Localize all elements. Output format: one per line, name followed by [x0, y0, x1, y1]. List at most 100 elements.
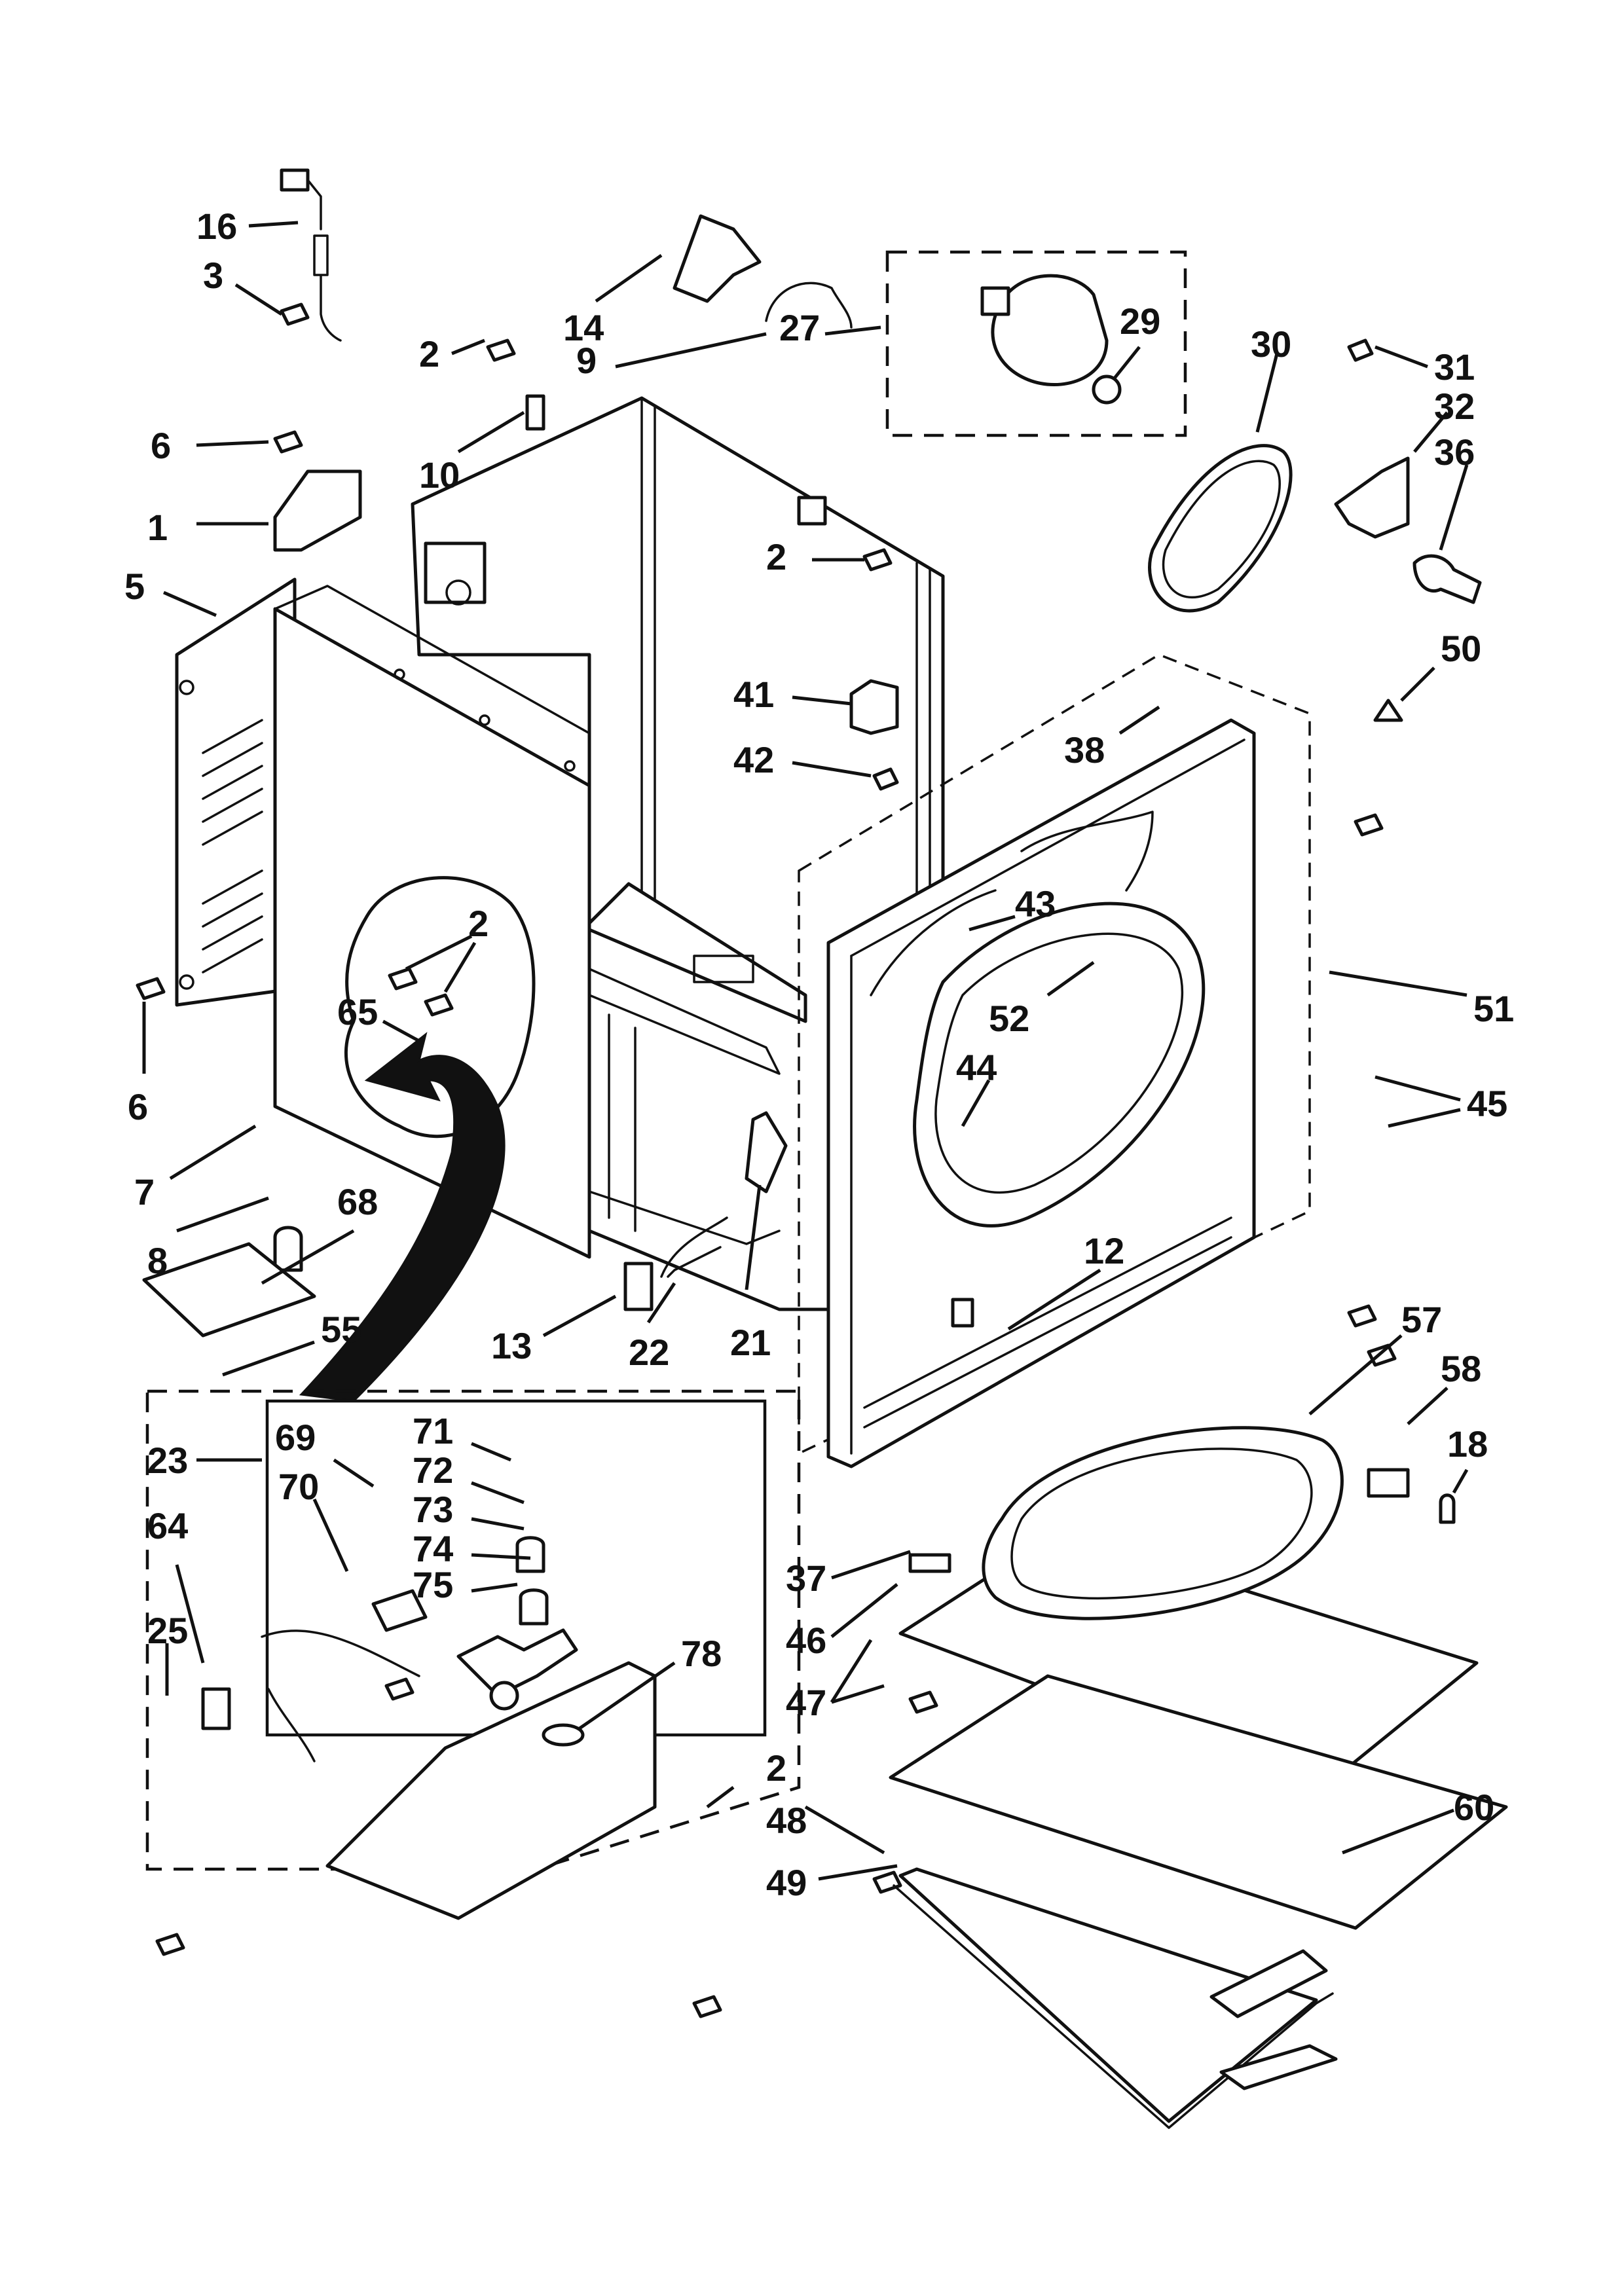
svg-text:71: 71 — [413, 1410, 453, 1451]
callout-48: 48 — [766, 1800, 885, 1855]
callout-42: 42 — [733, 739, 872, 780]
callout-75: 75 — [413, 1564, 518, 1605]
callout-60: 60 — [1342, 1787, 1494, 1855]
callout-43: 43 — [969, 883, 1056, 932]
svg-text:21: 21 — [730, 1322, 771, 1363]
clip-10 — [525, 394, 545, 431]
callout-78: 78 — [578, 1633, 722, 1730]
svg-text:47: 47 — [786, 1682, 826, 1723]
svg-text:36: 36 — [1434, 431, 1475, 473]
svg-text:52: 52 — [989, 998, 1029, 1039]
svg-text:44: 44 — [956, 1047, 997, 1088]
callout-46: 46 — [786, 1583, 898, 1661]
svg-text:1: 1 — [147, 507, 168, 548]
svg-text:5: 5 — [124, 566, 145, 607]
callout-36: 36 — [1434, 431, 1475, 551]
callout-49: 49 — [766, 1862, 898, 1903]
callout-38: 38 — [1064, 705, 1160, 771]
svg-text:27: 27 — [779, 307, 820, 348]
callout-29: 29 — [1112, 301, 1160, 381]
callout-32: 32 — [1413, 386, 1475, 453]
burner-assembly — [145, 1389, 801, 1920]
svg-text:72: 72 — [413, 1449, 453, 1491]
part-13 — [623, 1262, 654, 1311]
callout-5: 5 — [124, 566, 217, 617]
drive-belt — [1148, 444, 1293, 613]
callout-12: 12 — [1007, 1230, 1124, 1331]
callout-45: 45 — [1375, 1075, 1507, 1128]
svg-text:29: 29 — [1120, 301, 1160, 342]
callout-68: 68 — [261, 1181, 378, 1285]
callout-1: 1 — [147, 507, 268, 548]
callout-64: 64 — [147, 1505, 205, 1664]
svg-text:48: 48 — [766, 1800, 807, 1841]
svg-text:74: 74 — [413, 1528, 453, 1569]
svg-text:2: 2 — [766, 1747, 786, 1789]
pad-68 — [142, 1242, 316, 1338]
top-assembly — [889, 1426, 1508, 2129]
power-cord — [280, 168, 342, 342]
front-panel-assembly — [798, 653, 1311, 1468]
clamp-9 — [765, 282, 853, 329]
motor-assembly — [885, 250, 1187, 437]
callout-47: 47 — [786, 1639, 885, 1723]
pin-18 — [1439, 1493, 1456, 1524]
svg-text:37: 37 — [786, 1558, 826, 1599]
svg-text:30: 30 — [1251, 323, 1291, 365]
svg-text:49: 49 — [766, 1862, 807, 1903]
callout-22: 22 — [629, 1282, 676, 1373]
cap-58 — [1367, 1468, 1410, 1498]
callout-18: 18 — [1447, 1423, 1488, 1494]
callout-2c: 2 — [405, 903, 489, 993]
svg-text:6: 6 — [151, 425, 171, 466]
svg-text:60: 60 — [1454, 1787, 1494, 1828]
callout-2a: 2 — [419, 333, 485, 374]
callout-73: 73 — [413, 1489, 525, 1531]
callout-58: 58 — [1407, 1348, 1481, 1425]
svg-text:12: 12 — [1084, 1230, 1124, 1271]
callout-3: 3 — [203, 255, 283, 316]
svg-text:2: 2 — [468, 903, 489, 944]
callout-71: 71 — [413, 1410, 511, 1462]
callout-65: 65 — [337, 991, 420, 1043]
callout-70: 70 — [278, 1466, 349, 1573]
svg-text:6: 6 — [128, 1086, 148, 1127]
svg-text:43: 43 — [1015, 883, 1056, 924]
callout-7: 7 — [134, 1124, 257, 1212]
callout-23: 23 — [147, 1440, 262, 1481]
svg-text:73: 73 — [413, 1489, 453, 1530]
svg-text:68: 68 — [337, 1181, 378, 1222]
svg-text:41: 41 — [733, 674, 774, 715]
callout-52: 52 — [989, 960, 1095, 1039]
callout-14: 14 — [563, 253, 663, 348]
svg-text:65: 65 — [337, 991, 378, 1032]
callout-50: 50 — [1400, 628, 1481, 702]
svg-text:50: 50 — [1441, 628, 1481, 669]
callout-21: 21 — [730, 1184, 771, 1363]
svg-text:13: 13 — [491, 1325, 532, 1366]
svg-text:18: 18 — [1447, 1423, 1488, 1465]
svg-text:57: 57 — [1401, 1299, 1442, 1340]
callout-16: 16 — [196, 206, 299, 247]
callout-10: 10 — [419, 410, 525, 496]
svg-text:2: 2 — [419, 333, 439, 374]
cabinet — [175, 396, 945, 1402]
callout-37: 37 — [786, 1550, 911, 1599]
bracket-14 — [673, 214, 762, 303]
callout-25: 25 — [147, 1610, 188, 1696]
svg-text:46: 46 — [786, 1620, 826, 1661]
bracket-1 — [273, 469, 362, 552]
callout-51: 51 — [1329, 970, 1514, 1029]
callout-44: 44 — [956, 1047, 997, 1127]
svg-text:55: 55 — [321, 1309, 361, 1350]
plug-50 — [1373, 699, 1403, 722]
svg-text:45: 45 — [1467, 1083, 1507, 1124]
svg-text:7: 7 — [134, 1171, 155, 1212]
callout-9: 9 — [576, 332, 767, 381]
svg-text:75: 75 — [413, 1564, 453, 1605]
callout-6a: 6 — [151, 425, 269, 466]
svg-text:9: 9 — [576, 340, 597, 381]
svg-text:70: 70 — [278, 1466, 319, 1507]
svg-text:69: 69 — [275, 1417, 316, 1458]
